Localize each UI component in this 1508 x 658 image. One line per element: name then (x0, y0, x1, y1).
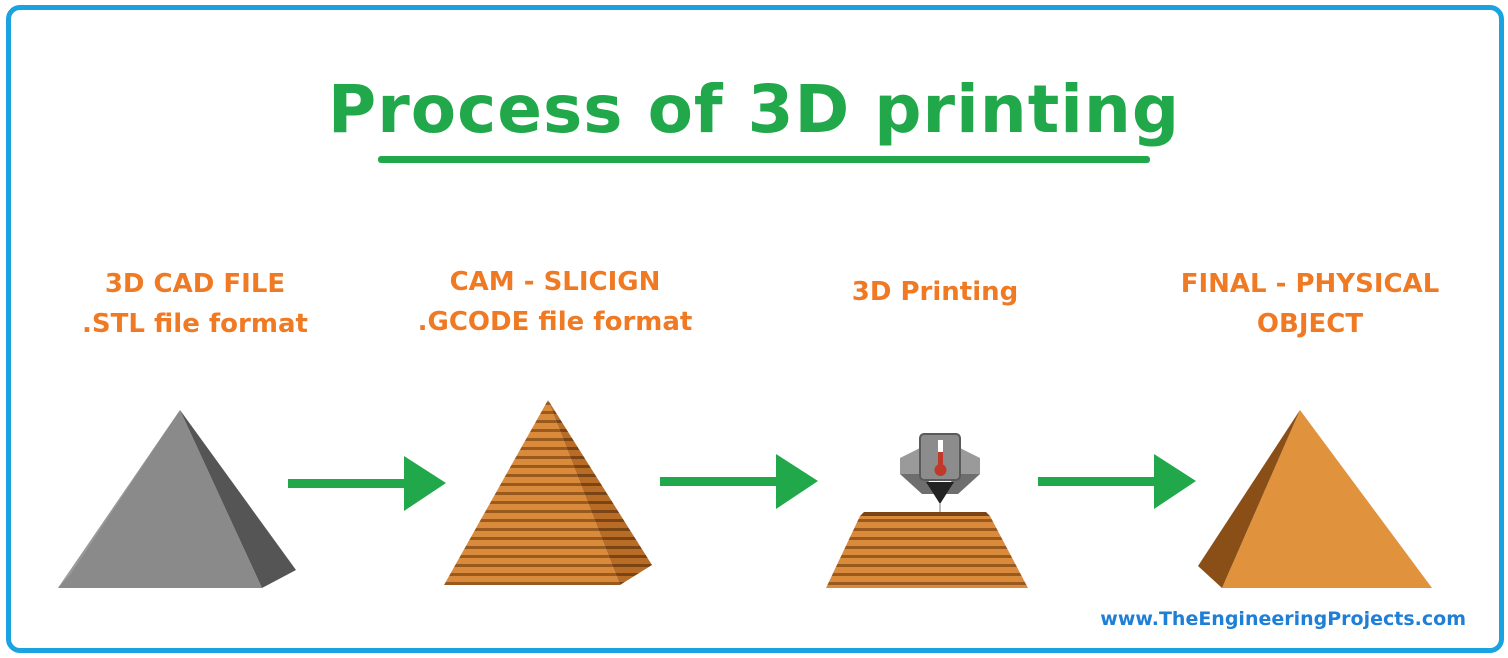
partial-print-icon (826, 512, 1028, 588)
step-1-label: 3D CAD FILE .STL file format (60, 264, 330, 344)
sliced-pyramid-icon (444, 400, 652, 585)
step-1-line-2: .STL file format (82, 309, 308, 339)
step-4-line-2: OBJECT (1256, 309, 1364, 339)
final-object-icon (1198, 410, 1432, 588)
step-4-line-1: FINAL - PHYSICAL (1180, 269, 1440, 299)
arrow-3-icon (1038, 454, 1196, 509)
arrow-1-icon (288, 456, 446, 511)
website-credit[interactable]: www.TheEngineeringProjects.com (1100, 608, 1466, 630)
diagram-title: Process of 3D printing (327, 71, 1181, 148)
cad-pyramid-icon (58, 410, 296, 588)
step-3-line-1: 3D Printing (851, 277, 1019, 307)
step-4-label: FINAL - PHYSICAL OBJECT (1150, 264, 1470, 344)
arrow-2-icon (660, 454, 818, 509)
step-2-line-2: .GCODE file format (417, 307, 693, 337)
step-1-line-1: 3D CAD FILE (104, 269, 286, 299)
step-2-label: CAM - SLICIGN .GCODE file format (395, 262, 715, 342)
step-2-line-1: CAM - SLICIGN (449, 267, 661, 297)
title-underline (378, 156, 1150, 163)
printer-nozzle-icon (900, 433, 980, 518)
step-3-label: 3D Printing (820, 272, 1050, 312)
